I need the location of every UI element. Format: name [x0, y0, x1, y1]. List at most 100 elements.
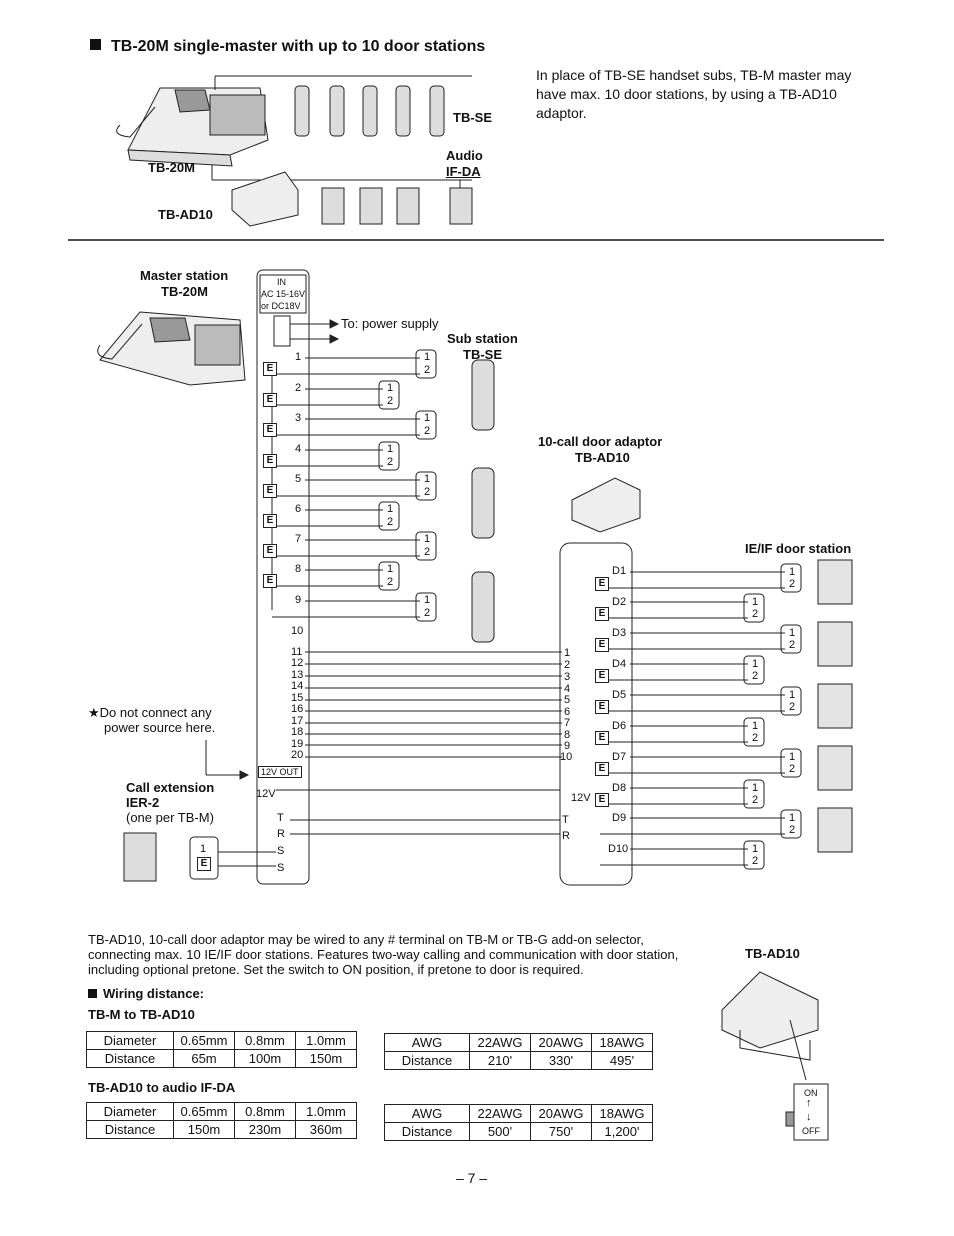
table-cell: 230m: [234, 1120, 296, 1139]
arrow-down-icon: ↓: [806, 1111, 812, 1123]
sub-term-2: 2: [424, 486, 431, 498]
tbad10-label: TB-AD10: [158, 207, 213, 222]
master-term: 4: [295, 443, 302, 455]
table-cell: 500': [469, 1122, 531, 1141]
table-row: AWG 22AWG 20AWG 18AWG: [384, 1033, 653, 1052]
door-station-label: IE/IF door station: [745, 541, 852, 556]
door-term-2: 2: [789, 824, 796, 836]
master-term: 17: [291, 715, 304, 727]
door-id: D4: [612, 658, 627, 670]
e-mark: E: [263, 454, 277, 468]
door-id: D6: [612, 720, 627, 732]
adaptor-term: 7: [564, 717, 571, 729]
e-mark: E: [595, 700, 609, 714]
sub-term-1: 1: [387, 503, 394, 515]
door-id: D5: [612, 689, 627, 701]
table-cell: Distance: [384, 1051, 470, 1070]
sub-term-2: 2: [424, 546, 431, 558]
ifda-label: IF-DA: [446, 164, 481, 179]
page-title: TB-20M single-master with up to 10 door …: [90, 38, 485, 56]
e-mark: E: [263, 544, 277, 558]
door-id: D2: [612, 596, 627, 608]
door-id: D9: [612, 812, 627, 824]
tbm-to-tbad10-title: TB-M to TB-AD10: [88, 1007, 195, 1022]
master-term: 10: [291, 625, 304, 637]
table-row: Diameter 0.65mm 0.8mm 1.0mm: [86, 1102, 357, 1121]
door-id: D10: [608, 843, 629, 855]
master-term: 9: [295, 594, 302, 606]
out-label: 12V OUT: [258, 766, 302, 778]
description-paragraph: TB-AD10, 10-call door adaptor may be wir…: [88, 932, 679, 977]
table-row: Distance 65m 100m 150m: [86, 1049, 357, 1068]
sub-term-1: 1: [424, 533, 431, 545]
table-ifda-awg: AWG 22AWG 20AWG 18AWG Distance 500' 750'…: [384, 1104, 653, 1141]
sub-term-1: 1: [387, 443, 394, 455]
adaptor-term: 3: [564, 671, 571, 683]
table-cell: 22AWG: [469, 1033, 531, 1052]
note-line-2: power source here.: [104, 720, 216, 735]
table-cell: Distance: [86, 1120, 174, 1139]
table-cell: AWG: [384, 1033, 470, 1052]
master-term: 12: [291, 657, 304, 669]
table-ifda-metric: Diameter 0.65mm 0.8mm 1.0mm Distance 150…: [86, 1102, 357, 1139]
table-cell: 0.8mm: [234, 1031, 296, 1050]
master-term: 7: [295, 533, 302, 545]
table-cell: 20AWG: [530, 1033, 592, 1052]
sub-term-2: 2: [424, 607, 431, 619]
sub-station-label: Sub station: [447, 331, 518, 346]
door-term-2: 2: [752, 732, 759, 744]
one-per-label: (one per TB-M): [126, 810, 214, 825]
table-cell: 100m: [234, 1049, 296, 1068]
master-term: 19: [291, 738, 304, 750]
e-mark: E: [595, 731, 609, 745]
table-cell: 1,200': [591, 1122, 653, 1141]
table-cell: Distance: [86, 1049, 174, 1068]
intro-text: In place of TB-SE handset subs, TB-M mas…: [536, 67, 852, 121]
adaptor-model: TB-AD10: [575, 450, 630, 465]
tbad10-switch-title: TB-AD10: [745, 946, 800, 961]
sub-term-2: 2: [387, 516, 394, 528]
master-term: 6: [295, 503, 302, 515]
e-mark: E: [595, 793, 609, 807]
door-term-2: 2: [752, 608, 759, 620]
note-line-1: ★Do not connect any: [88, 705, 212, 720]
adaptor-term: 5: [564, 694, 571, 706]
page-number: – 7 –: [456, 1170, 488, 1186]
table-row: Diameter 0.65mm 0.8mm 1.0mm: [86, 1031, 357, 1050]
e-mark: E: [263, 423, 277, 437]
sub-model-label: TB-SE: [463, 347, 502, 362]
term-s2: S: [277, 862, 285, 874]
tbse-label: TB-SE: [453, 110, 492, 125]
e-mark: E: [595, 638, 609, 652]
adaptor-term-r: R: [562, 830, 570, 842]
to-power-label: To: power supply: [341, 316, 439, 331]
door-term-1: 1: [789, 812, 796, 824]
master-term: 18: [291, 726, 304, 738]
master-term: 13: [291, 669, 304, 681]
table-cell: AWG: [384, 1104, 470, 1123]
e-mark: E: [595, 577, 609, 591]
master-term: 15: [291, 692, 304, 704]
sub-term-2: 2: [387, 456, 394, 468]
e-mark: E: [263, 393, 277, 407]
table-cell: 750': [530, 1122, 592, 1141]
sub-term-1: 1: [424, 473, 431, 485]
table-row: AWG 22AWG 20AWG 18AWG: [384, 1104, 653, 1123]
adaptor-term: 1: [564, 647, 571, 659]
12v-left: 12V: [256, 788, 276, 800]
door-term-1: 1: [789, 627, 796, 639]
switch-off-label: OFF: [802, 1126, 820, 1136]
term-s1: S: [277, 845, 285, 857]
door-term-2: 2: [752, 670, 759, 682]
table-cell: 360m: [295, 1120, 357, 1139]
sub-term-2: 2: [387, 395, 394, 407]
term-r: R: [277, 828, 285, 840]
e-mark: E: [595, 607, 609, 621]
door-term-2: 2: [752, 855, 759, 867]
table-cell: 0.65mm: [173, 1102, 235, 1121]
table-cell: 210': [469, 1051, 531, 1070]
ier2-label: IER-2: [126, 795, 160, 810]
door-term-2: 2: [789, 763, 796, 775]
sub-term-2: 2: [424, 425, 431, 437]
